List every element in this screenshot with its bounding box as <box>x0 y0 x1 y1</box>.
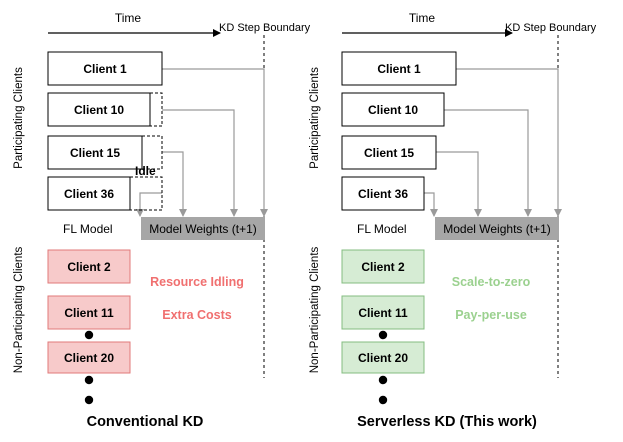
ellipsis-dots <box>84 330 94 405</box>
conventional-panel: Time KD Step Boundary Participating Clie… <box>13 11 311 430</box>
arrow-client-15 <box>162 151 187 217</box>
conv-nonpart-label: Client 20 <box>64 351 114 365</box>
serverless-title: Serverless KD (This work) <box>357 414 537 430</box>
fl-model-label: FL Model <box>63 222 113 236</box>
model-weights-bar <box>141 217 265 240</box>
model-weights-label: Model Weights (t+1) <box>443 222 551 236</box>
arrow-client-10 <box>162 109 238 217</box>
conv-client-box <box>47 135 143 170</box>
sls-nonpart-box <box>341 249 425 284</box>
conv-nonpart-box <box>47 341 131 374</box>
boundary-label: KD Step Boundary <box>505 22 597 34</box>
idle-label: Idle <box>135 164 156 178</box>
sls-nonpart-box <box>341 341 425 374</box>
conv-client-box <box>47 92 151 127</box>
time-label: Time <box>115 11 142 25</box>
non-participating-clients-label: Non-Participating Clients <box>309 246 321 373</box>
sls-nonpart-box <box>341 295 425 330</box>
serverless-panel: Time KD Step Boundary Participating Clie… <box>309 11 597 430</box>
arrow-client-1 <box>162 68 268 217</box>
sls-client-label: Client 10 <box>368 103 418 117</box>
sls-nonpart-label: Client 2 <box>361 260 405 274</box>
conv-nonpart-label: Client 11 <box>64 306 114 320</box>
conv-nonpart-box <box>47 295 131 330</box>
arrow-client-36 <box>136 192 162 217</box>
sls-client-box <box>341 176 425 211</box>
conv-client-box <box>47 176 131 211</box>
sls-note-scale: Scale-to-zero <box>452 275 531 289</box>
ellipsis-dots <box>378 330 388 405</box>
sls-client-box <box>341 51 457 86</box>
conv-client-label: Client 15 <box>70 146 120 160</box>
fl-model-label: FL Model <box>357 222 407 236</box>
sls-nonpart-label: Client 20 <box>358 351 408 365</box>
sls-client-box <box>341 92 445 127</box>
participating-clients-label: Participating Clients <box>13 67 25 169</box>
sls-client-box <box>341 135 437 170</box>
arrow-client-15 <box>436 151 482 217</box>
conventional-title: Conventional KD <box>87 414 204 430</box>
participating-clients-label: Participating Clients <box>309 67 321 169</box>
conv-client-label: Client 1 <box>83 62 127 76</box>
boundary-label: KD Step Boundary <box>219 22 311 34</box>
model-weights-label: Model Weights (t+1) <box>149 222 257 236</box>
upload-arrows <box>136 68 268 217</box>
conv-client-label: Client 36 <box>64 187 114 201</box>
sls-client-label: Client 1 <box>377 62 421 76</box>
model-weights-bar <box>435 217 559 240</box>
sls-client-label: Client 36 <box>358 187 408 201</box>
conv-nonpart-label: Client 2 <box>67 260 111 274</box>
conv-note-costs: Extra Costs <box>162 308 232 322</box>
time-label: Time <box>409 11 436 25</box>
arrow-client-36 <box>424 192 438 217</box>
conv-note-idling: Resource Idling <box>150 275 244 289</box>
upload-arrows <box>424 68 562 217</box>
sls-client-label: Client 15 <box>364 146 414 160</box>
arrow-client-1 <box>456 68 562 217</box>
sls-note-pay: Pay-per-use <box>455 308 527 322</box>
conv-client-box <box>47 51 163 86</box>
conv-nonpart-box <box>47 249 131 284</box>
arrow-client-10 <box>444 109 532 217</box>
non-participating-clients-label: Non-Participating Clients <box>13 246 25 373</box>
sls-nonpart-label: Client 11 <box>358 306 408 320</box>
conv-client-label: Client 10 <box>74 103 124 117</box>
idle-extensions <box>129 92 163 211</box>
